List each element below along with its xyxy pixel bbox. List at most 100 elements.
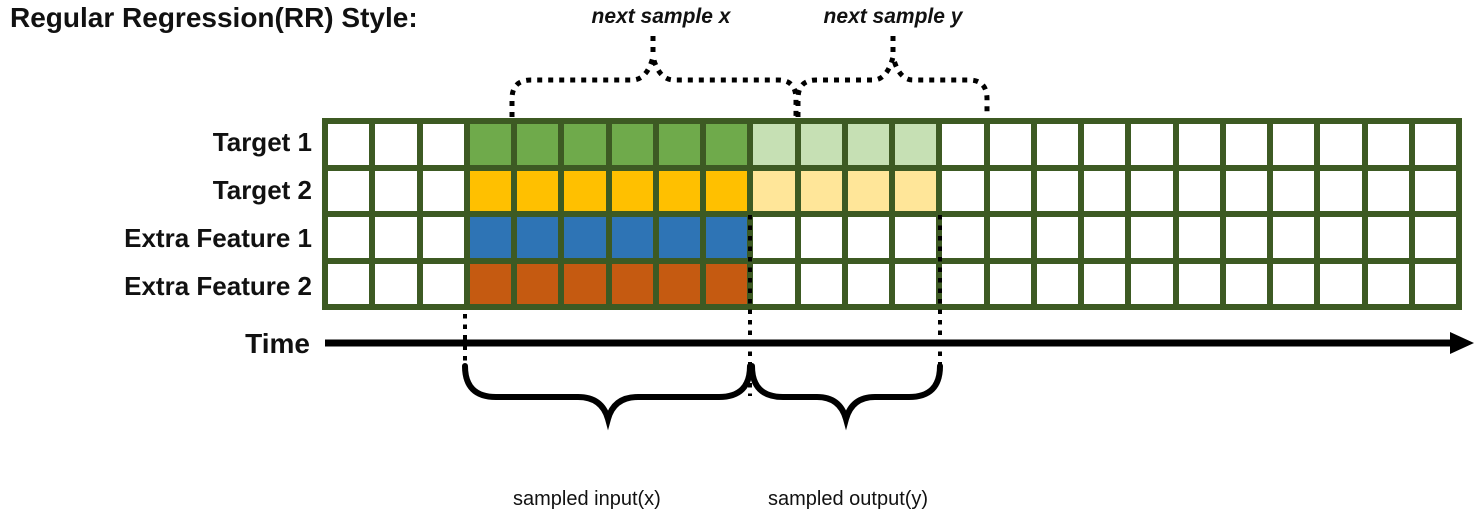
grid-cell [611,217,653,258]
grid-cell [753,217,795,258]
grid-cell [328,170,370,211]
row-label: Target 1 [212,126,312,157]
grid-cell [1414,124,1456,165]
grid-cell [658,217,700,258]
next-sample-y-brace [795,47,990,117]
grid-cell [1131,217,1173,258]
grid-cell [753,124,795,165]
grid-cell [847,263,889,304]
grid-cell [989,263,1031,304]
grid-cell [564,124,606,165]
grid-cell [753,170,795,211]
grid-cell [1084,217,1126,258]
timeseries-grid [322,118,1462,310]
grid-cell [1225,170,1267,211]
row-label: Extra Feature 2 [124,270,312,301]
grid-cell [989,124,1031,165]
grid-cell [1320,263,1362,304]
grid-cell [989,217,1031,258]
grid-cell [658,263,700,304]
sampled-output-brace [749,363,943,431]
sampled-input-line: sampled input(x) [513,488,661,510]
row-label: Target 2 [212,174,312,205]
grid-cell [1273,124,1315,165]
grid-cell [847,124,889,165]
grid-cell [469,263,511,304]
grid-cell [1131,170,1173,211]
grid-cell [1036,263,1078,304]
grid-cell [1367,170,1409,211]
grid-cell [375,124,417,165]
grid-cell [1225,263,1267,304]
grid-cell [1273,170,1315,211]
grid-cell [753,263,795,304]
row-labels: Target 1 Target 2 Extra Feature 1 Extra Fea… [0,118,312,310]
time-arrowhead-icon [1450,332,1474,354]
grid-cell [517,217,559,258]
grid-cell [1273,217,1315,258]
grid-cell [800,124,842,165]
grid-cell [942,217,984,258]
grid-cell [611,263,653,304]
grid-cell [1367,217,1409,258]
grid-cell [611,124,653,165]
grid-cell [658,170,700,211]
grid-cell [1367,124,1409,165]
grid-cell [1414,217,1456,258]
grid-cell [564,217,606,258]
grid-cell [895,263,937,304]
grid-cell [895,170,937,211]
row-label: Extra Feature 1 [124,222,312,253]
grid-cell [517,263,559,304]
sampled-input-annotation: sampled input(x) lookback=6 input_featur… [513,424,703,516]
grid-cell [422,217,464,258]
sampled-output-annotation: sampled output(y) horizon=4 output_featu… [768,424,970,516]
grid-cell [1273,263,1315,304]
grid-cell [328,263,370,304]
grid-cell [1036,124,1078,165]
grid-cell [1131,263,1173,304]
grid-cell [989,170,1031,211]
grid-cell [375,217,417,258]
grid-cell [658,124,700,165]
grid-cell [895,217,937,258]
sampled-output-line: sampled output(y) [768,488,929,510]
grid-cell [1414,170,1456,211]
page-title: Regular Regression(RR) Style: [10,2,418,33]
grid-cell [1225,124,1267,165]
next-sample-x-brace [509,47,799,117]
grid-cell [942,263,984,304]
grid-cell [1036,170,1078,211]
grid-cell [1320,124,1362,165]
grid-cell [564,170,606,211]
grid-cell [375,263,417,304]
next-sample-y-label: next sample y [823,5,963,28]
grid-cell [422,170,464,211]
grid-cell [328,124,370,165]
grid-cell [1367,263,1409,304]
grid-cell [1178,170,1220,211]
grid-cell [564,263,606,304]
grid-cell [1084,263,1126,304]
grid-cell [706,170,748,211]
grid-cell [469,124,511,165]
grid-cell [1084,170,1126,211]
grid-cell [1320,217,1362,258]
grid-cell [375,170,417,211]
next-sample-x-label: next sample x [591,5,731,28]
grid-cell [422,263,464,304]
sampled-input-brace [462,363,753,431]
grid-cell [800,263,842,304]
grid-cell [942,170,984,211]
grid-cell [942,124,984,165]
grid-cell [800,217,842,258]
grid-cell [1414,263,1456,304]
grid-cell [1320,170,1362,211]
grid-cell [469,170,511,211]
grid-cell [847,217,889,258]
grid-cell [706,263,748,304]
grid-cell [517,124,559,165]
grid-cell [422,124,464,165]
grid-cell [517,170,559,211]
